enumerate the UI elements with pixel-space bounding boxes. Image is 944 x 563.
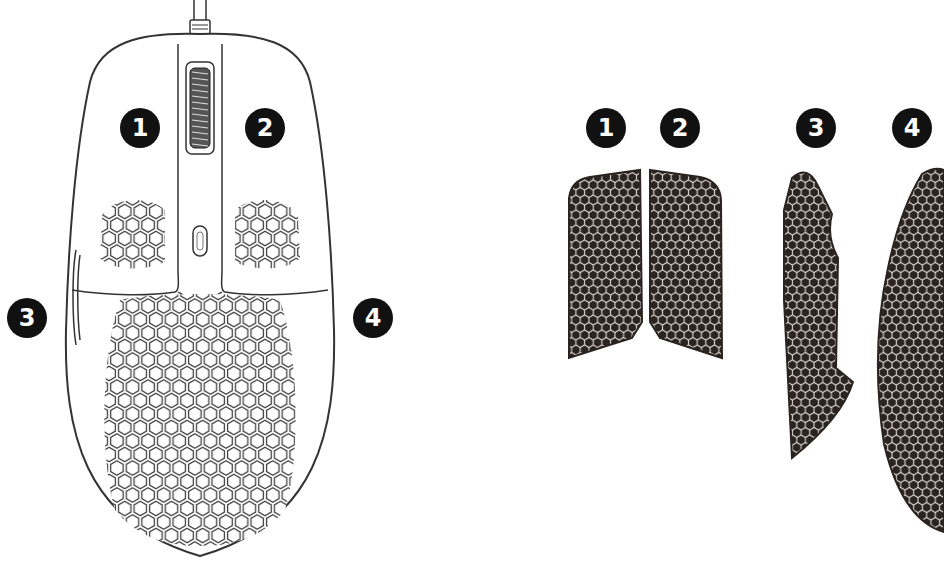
callout-number: 3 [19, 306, 36, 330]
callout-number: 2 [257, 116, 274, 140]
callout-number: 4 [365, 306, 382, 330]
callout-badge: 2 [245, 108, 285, 148]
callout-number: 4 [904, 116, 921, 140]
callout-number: 3 [808, 116, 825, 140]
honeycomb-holes [104, 294, 295, 546]
callout-number: 1 [132, 116, 149, 140]
callout-badge: 4 [353, 298, 393, 338]
grip-tape [784, 173, 853, 458]
honeycomb-holes [235, 200, 300, 268]
scroll-wheel [186, 62, 214, 154]
callout-number: 1 [598, 116, 615, 140]
grip-tape [650, 170, 722, 358]
callout-badge: 2 [660, 108, 700, 148]
grip-tape [878, 169, 944, 532]
mouse-cable [190, 0, 210, 34]
callout-badge: 3 [7, 298, 47, 338]
dpi-indicator [193, 226, 207, 256]
callout-badge: 3 [796, 108, 836, 148]
grip-tape [569, 170, 642, 358]
callout-badge: 1 [120, 108, 160, 148]
honeycomb-holes [100, 200, 165, 268]
callout-badge: 1 [586, 108, 626, 148]
callout-badge: 4 [892, 108, 932, 148]
mouse-body [66, 34, 334, 556]
callout-number: 2 [672, 116, 689, 140]
